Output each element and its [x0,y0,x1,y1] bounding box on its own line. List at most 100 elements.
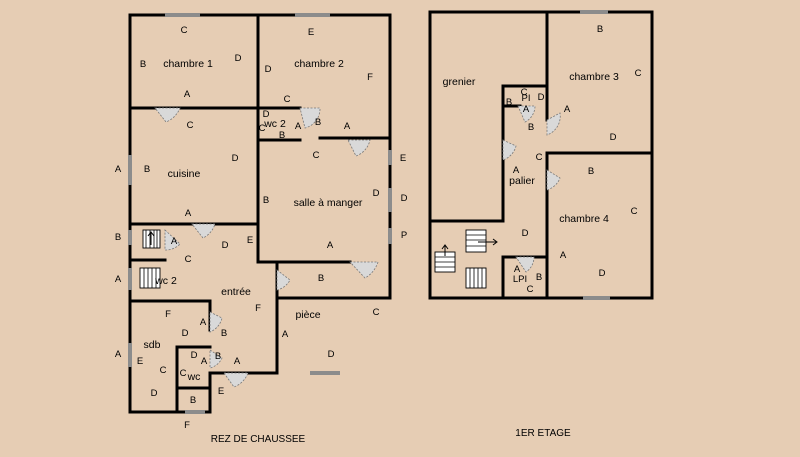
wall-marker: B [221,328,227,339]
wall-marker: C [635,68,642,79]
upper-floor-staircase [434,229,498,289]
room-grenier: grenier [443,76,476,88]
wall-marker: C [181,25,188,36]
room-wc-2-stair: wc 2 [154,275,177,287]
wall-marker: B [140,59,146,70]
wall-marker: B [588,166,594,177]
wall-marker: A [200,317,207,328]
room-wc: wc [187,371,201,383]
room-pl-bottom: LPI [513,274,527,285]
room-palier: palier [509,175,535,187]
wall-marker: A [185,208,192,219]
room-piece: pièce [295,309,320,321]
wall-marker: C [259,123,266,134]
wall-marker: E [218,386,224,397]
room-sdb: sdb [144,339,161,351]
upper-floor-room-labels: grenier chambre 3 palier chambre 4 PI LP… [443,71,619,285]
wall-marker: C [313,150,320,161]
wall-marker: A [184,89,191,100]
ground-floor-doors [154,107,379,388]
room-salle-a-manger: salle à manger [294,197,363,209]
upper-floor-wall-markers: B C A D C B D A B C A D B C A D A B C [506,24,642,295]
wall-marker: A [523,104,530,115]
wall-marker: C [521,87,528,98]
wall-marker: B [528,122,534,133]
room-chambre-3: chambre 3 [569,71,619,83]
wall-marker: D [232,153,239,164]
wall-marker: F [184,420,190,431]
room-pl-top: PI [522,93,531,104]
ground-floor-staircase [139,229,161,289]
wall-marker: C [373,307,380,318]
room-entree: entrée [221,286,251,298]
wall-marker: D [401,193,408,204]
wall-marker: P [401,230,407,241]
wall-marker: A [513,165,520,176]
wall-marker: D [235,53,242,64]
wall-marker: D [263,109,270,120]
upper-floor-caption: 1ER ETAGE [515,428,571,439]
wall-marker: A [171,236,178,247]
wall-marker: B [597,24,603,35]
wall-marker: D [182,328,189,339]
wall-marker: C [180,368,187,379]
wall-marker: C [631,206,638,217]
wall-marker: A [234,356,241,367]
wall-marker: D [191,350,198,361]
wall-marker: E [400,153,406,164]
wall-marker: F [367,72,373,83]
wall-marker: A [560,250,567,261]
wall-marker: C [187,120,194,131]
wall-marker: D [328,349,335,360]
wall-marker: A [564,104,571,115]
upper-floor-doors [502,105,561,273]
wall-marker: A [514,264,521,275]
wall-marker: E [247,235,253,246]
wall-marker: A [201,356,208,367]
ground-floor-walls [128,13,392,414]
wall-marker: D [610,132,617,143]
wall-marker: B [144,164,150,175]
wall-marker: B [506,97,512,108]
upper-floor-windows [580,10,610,300]
wall-marker: C [527,284,534,295]
wall-marker: D [522,228,529,239]
wall-marker: B [318,273,324,284]
wall-marker: A [115,349,122,360]
room-chambre-4: chambre 4 [559,213,609,225]
ground-floor-windows [128,13,392,414]
wall-marker: B [315,117,321,128]
ground-floor-caption: REZ DE CHAUSSEE [211,434,306,445]
wall-marker: C [536,152,543,163]
wall-marker: D [151,388,158,399]
wall-marker: B [536,272,542,283]
wall-marker: A [295,121,302,132]
wall-marker: D [538,92,545,103]
wall-marker: D [599,268,606,279]
room-chambre-2: chambre 2 [294,58,344,70]
wall-marker: D [373,188,380,199]
wall-marker: D [265,64,272,75]
wall-marker: B [279,130,285,141]
ground-floor-wall-markers: C B D A E D F C D C B A B A C B D A A C … [115,25,408,431]
wall-marker: C [160,365,167,376]
wall-marker: E [137,356,143,367]
wall-marker: B [215,351,221,362]
wall-marker: A [115,164,122,175]
wall-marker: B [263,195,269,206]
wall-marker: E [308,27,314,38]
ground-floor-room-labels: chambre 1 chambre 2 wc 2 cuisine salle à… [144,58,363,383]
wall-marker: F [165,309,171,320]
room-cuisine: cuisine [168,168,201,180]
wall-marker: B [190,395,196,406]
wall-marker: C [284,94,291,105]
wall-marker: D [222,240,229,251]
room-chambre-1: chambre 1 [163,58,213,70]
wall-marker: A [344,121,351,132]
wall-marker: F [255,303,261,314]
wall-marker: B [115,232,121,243]
wall-marker: A [327,240,334,251]
wall-marker: A [282,329,289,340]
room-wc-2: wc 2 [263,118,286,130]
wall-marker: C [185,254,192,265]
